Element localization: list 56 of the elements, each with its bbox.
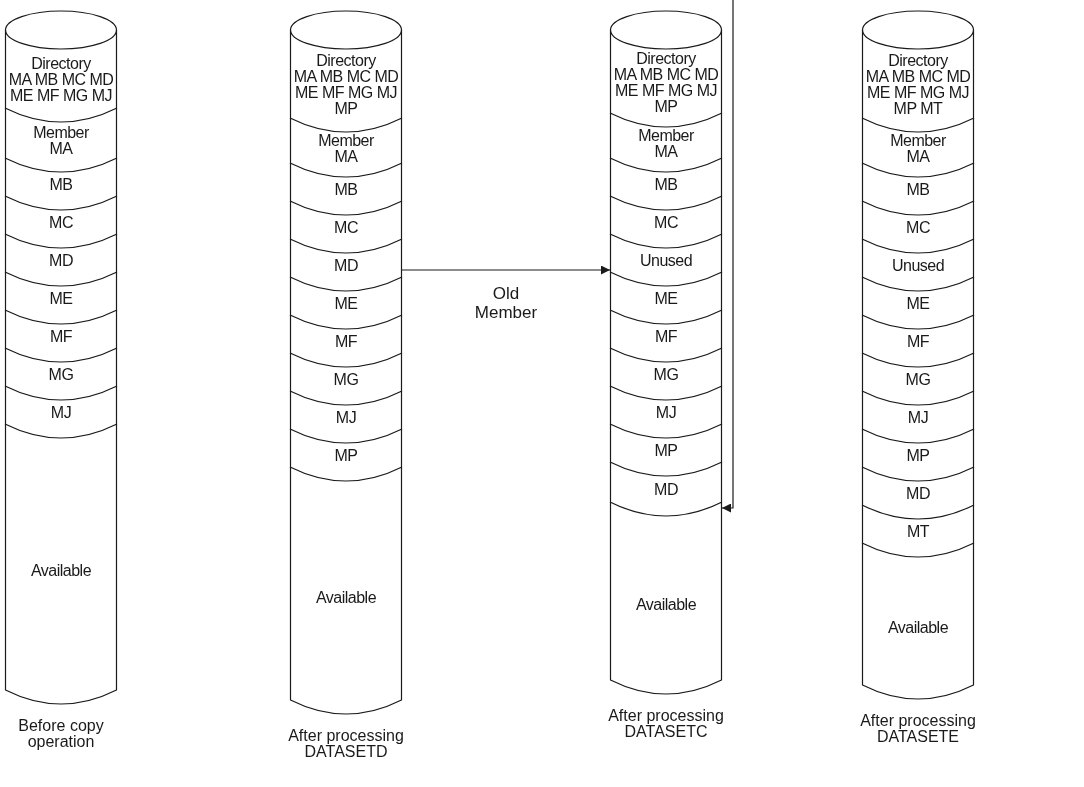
- segment-label: ME: [905, 296, 931, 312]
- segment-label: MD: [653, 482, 679, 498]
- segment-label: MB: [333, 182, 359, 198]
- segment-label: MB: [905, 182, 931, 198]
- segment-label: MP: [653, 443, 679, 459]
- segment-label: Available: [314, 589, 378, 606]
- segment-label: MA MB MC MD ME MF MG MJ MP: [612, 66, 720, 115]
- segment-label: MG: [652, 367, 680, 383]
- segment-label: Available: [634, 597, 698, 613]
- segment-label: MC: [333, 220, 359, 236]
- segment-label: MF: [333, 334, 359, 350]
- segment-label: MB: [653, 177, 679, 193]
- segment-label: MF: [653, 329, 679, 345]
- segment-label: Available: [886, 620, 950, 636]
- segment-label: MC: [653, 215, 679, 231]
- segment-label: ME: [653, 291, 679, 307]
- segment-label: MA MB MC MD ME MF MG MJ MP: [292, 69, 400, 117]
- segment-label: MG: [332, 372, 360, 388]
- segment-label: MP: [905, 448, 931, 464]
- cylinder-caption: After processing DATASETE: [859, 713, 977, 745]
- segment-label: Member MA: [889, 132, 947, 165]
- segment-label: MC: [48, 215, 74, 231]
- segment-label: MJ: [654, 405, 678, 421]
- arrow: [721, 0, 734, 513]
- cylinder-caption: After processing DATASETD: [287, 728, 405, 760]
- cylinder-caption: Before copy operation: [17, 718, 105, 750]
- segment-label: Directory: [888, 53, 949, 69]
- segment-label: MC: [905, 220, 931, 236]
- segment-label: MG: [904, 372, 932, 388]
- segment-label: Unused: [890, 258, 946, 274]
- segment-label: MA MB MC MD ME MF MG MJ MP MT: [864, 69, 972, 117]
- segment-label: MA MB MC MD ME MF MG MJ: [7, 72, 115, 104]
- segment-label: MD: [333, 258, 359, 274]
- arrow: [401, 265, 611, 275]
- segment-label: Directory: [316, 53, 377, 69]
- segment-label: MP: [333, 448, 359, 464]
- segment-label: ME: [48, 291, 74, 307]
- segment-label: Member MA: [317, 132, 375, 165]
- segment-label: ME: [333, 296, 359, 312]
- segment-label: MF: [905, 334, 931, 350]
- segment-label: MJ: [49, 405, 73, 421]
- segment-label: MJ: [334, 410, 358, 426]
- segment-label: MT: [905, 524, 931, 540]
- segment-label: MD: [905, 486, 931, 502]
- segment-label: Available: [29, 563, 93, 579]
- segment-label: Member MA: [32, 125, 90, 157]
- segment-label: Directory: [31, 56, 92, 72]
- segment-label: MG: [47, 367, 75, 383]
- segment-label: MD: [48, 253, 74, 269]
- segment-label: MB: [48, 177, 74, 193]
- segment-label: Member MA: [637, 127, 695, 160]
- segment-label: Unused: [638, 253, 694, 269]
- segment-label: MF: [48, 329, 74, 345]
- segment-label: MJ: [906, 410, 930, 426]
- cylinder-caption: After processing DATASETC: [607, 708, 725, 740]
- segment-label: Directory: [635, 50, 697, 67]
